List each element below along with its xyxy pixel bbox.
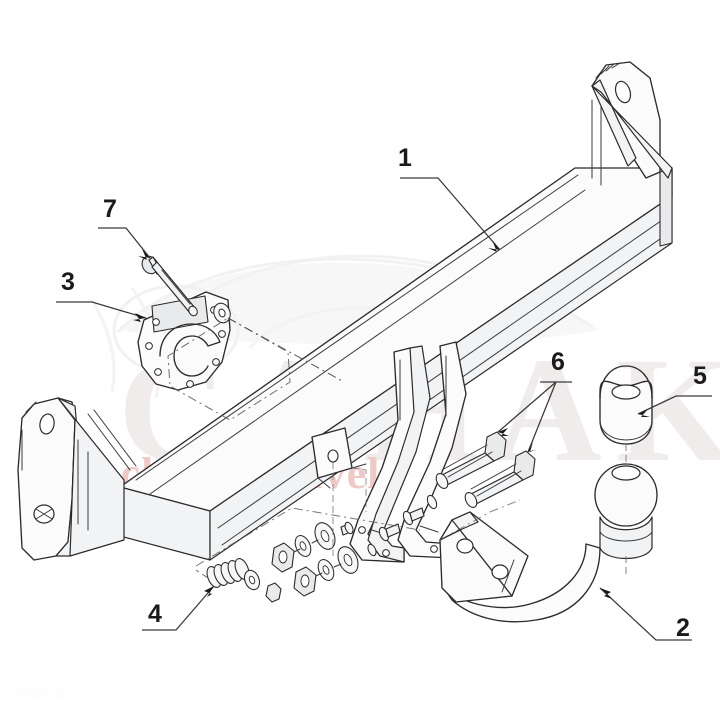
spring-washer-stack (195, 558, 282, 603)
hex-nuts-washers (271, 494, 438, 597)
callout-6: 6 (497, 348, 572, 453)
right-bracket-hole (614, 80, 632, 104)
right-mounting-bracket (591, 61, 673, 186)
towarm-hole-1 (456, 538, 474, 554)
callout-3: 3 (56, 268, 147, 322)
callout-1: 1 (398, 144, 501, 252)
callout-1-number: 1 (398, 144, 412, 172)
bracket-bolt (141, 255, 198, 317)
left-bracket-hole-top (39, 413, 55, 435)
assembly-construction-lines (167, 317, 345, 421)
callout-5-number: 5 (693, 362, 707, 390)
callout-4: 4 (142, 585, 215, 631)
callout-5: 5 (637, 362, 712, 417)
stack-bolt (265, 582, 282, 603)
towball-protective-cap (599, 365, 653, 445)
coil-spring (206, 558, 250, 588)
towball (594, 463, 658, 559)
callout-4-number: 4 (148, 600, 162, 628)
hitch-plate-hole (327, 449, 339, 463)
callout-7-number: 7 (103, 195, 117, 223)
callout-layer: 1 7 3 4 (56, 144, 712, 642)
callout-3-number: 3 (61, 268, 75, 296)
hex-bolt-upper (435, 431, 507, 489)
callout-2-number: 2 (676, 614, 690, 642)
hex-bolt-lower (464, 450, 536, 508)
swan-neck-towball-arm (439, 463, 658, 623)
callout-7: 7 (98, 195, 151, 260)
corner-code-watermark: allegro.pl (12, 686, 66, 700)
hex-bolts-pair (435, 431, 536, 508)
callout-2: 2 (599, 587, 692, 642)
center-hitch-plate (311, 427, 367, 489)
cap-opening (611, 384, 641, 400)
towarm-hole-2 (491, 564, 509, 580)
left-mounting-bracket (17, 397, 137, 561)
assembly-guide-lines (195, 444, 627, 574)
callout-6-number: 6 (551, 348, 565, 376)
plate-washer (213, 302, 231, 324)
